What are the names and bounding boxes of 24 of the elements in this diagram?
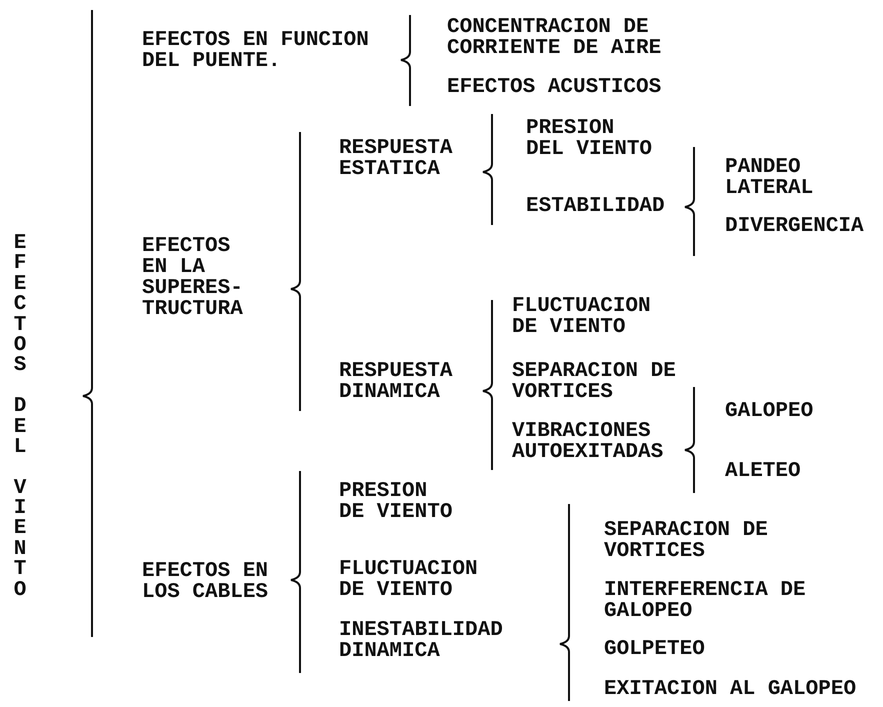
category-text: EXITACION AL GALOPEO [604,679,856,700]
category-text: EFECTOS EN LA SUPERES- TRUCTURA [142,236,244,320]
category-text: EFECTOS ACUSTICOS [447,77,662,98]
category-text: PANDEO LATERAL [725,157,814,199]
category-text: DIVERGENCIA [725,216,864,237]
category-text: INESTABILIDAD DINAMICA [339,620,504,662]
category-text: RESPUESTA DINAMICA [339,361,454,403]
category-text: SEPARACION DE VORTICES [604,520,769,562]
category-text: VIBRACIONES AUTOEXITADAS [512,421,664,463]
category-text: INTERFERENCIA DE GALOPEO [604,580,807,622]
category-text: CONCENTRACION DE CORRIENTE DE AIRE [447,17,662,59]
category-text: ESTABILIDAD [526,196,665,217]
category-text: FLUCTUACION DE VIENTO [339,559,479,601]
category-text: EFECTOS EN FUNCION DEL PUENTE. [142,30,370,72]
category-text: FLUCTUACION DE VIENTO [512,296,652,338]
category-text: PRESION DE VIENTO [339,481,454,523]
category-text: GALOPEO [725,401,814,422]
category-text: PRESION DEL VIENTO [526,118,654,160]
category-text: RESPUESTA ESTATICA [339,138,454,180]
category-text: SEPARACION DE VORTICES [512,361,677,403]
category-text: EFECTOS EN LOS CABLES [142,561,270,603]
vertical-title: EFECTOS DEL VIENTO [12,234,28,602]
category-text: GOLPETEO [604,639,705,660]
category-text: ALETEO [725,461,801,482]
